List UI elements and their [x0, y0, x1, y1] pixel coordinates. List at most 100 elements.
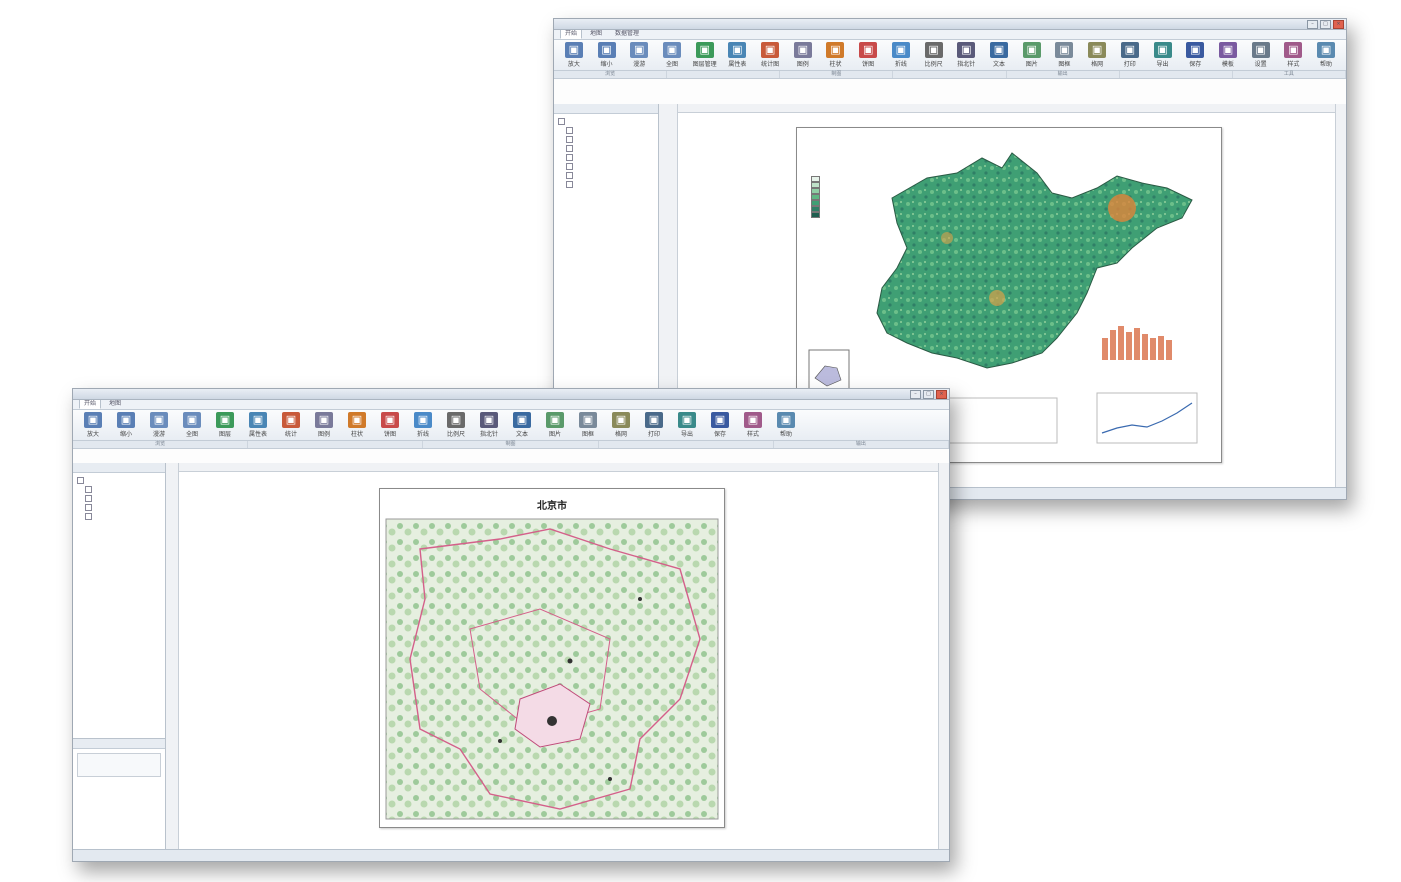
front-tab-1[interactable]: 地图 — [109, 400, 122, 407]
back-right-toolstrip[interactable] — [1335, 104, 1346, 487]
maximize-icon[interactable]: □ — [923, 390, 934, 399]
checkbox-icon[interactable] — [566, 154, 573, 161]
back-ribbon-button-17[interactable]: ▣打印 — [1114, 42, 1146, 68]
print-icon: ▣ — [1120, 42, 1139, 58]
front-ribbon-button-3[interactable]: ▣全图 — [176, 412, 208, 438]
back-map-canvas[interactable] — [678, 113, 1335, 487]
back-ribbon-button-5[interactable]: ▣属性表 — [722, 42, 754, 68]
back-ribbon-button-23[interactable]: ▣帮助 — [1310, 42, 1342, 68]
minimize-icon[interactable]: – — [1307, 20, 1318, 29]
front-ribbon-button-2[interactable]: ▣漫游 — [143, 412, 175, 438]
front-ribbon-group-2: 制图 — [423, 441, 599, 448]
front-map-canvas[interactable]: 北京市 — [179, 472, 938, 849]
back-ribbon-button-6[interactable]: ▣统计图 — [754, 42, 786, 68]
checkbox-icon[interactable] — [85, 513, 92, 520]
back-tab-2[interactable]: 数据管理 — [615, 30, 640, 37]
back-ribbon-button-3[interactable]: ▣全图 — [656, 42, 688, 68]
back-tree-node[interactable] — [558, 126, 654, 135]
front-ribbon-button-11[interactable]: ▣比例尺 — [440, 412, 472, 438]
back-ribbon-button-4[interactable]: ▣图层管理 — [689, 42, 721, 68]
back-ribbon-button-21[interactable]: ▣设置 — [1245, 42, 1277, 68]
front-ribbon-button-1[interactable]: ▣缩小 — [110, 412, 142, 438]
back-tree-node[interactable] — [558, 180, 654, 189]
checkbox-icon[interactable] — [566, 163, 573, 170]
back-tree-node[interactable] — [558, 144, 654, 153]
back-ribbon-button-1[interactable]: ▣缩小 — [591, 42, 623, 68]
back-ribbon-button-22[interactable]: ▣样式 — [1277, 42, 1309, 68]
close-icon[interactable]: × — [936, 390, 947, 399]
maximize-icon[interactable]: □ — [1320, 20, 1331, 29]
back-ribbon-button-19[interactable]: ▣保存 — [1179, 42, 1211, 68]
back-ribbon-button-13[interactable]: ▣文本 — [983, 42, 1015, 68]
front-panel-header — [73, 463, 165, 473]
ribbon-button-label: 折线 — [416, 431, 429, 438]
front-ribbon-button-4[interactable]: ▣图层 — [209, 412, 241, 438]
front-tab-0[interactable]: 开始 — [79, 399, 102, 409]
checkbox-icon[interactable] — [77, 477, 84, 484]
front-tree-node[interactable] — [77, 485, 161, 494]
front-tree-node[interactable] — [77, 494, 161, 503]
front-tree-node[interactable] — [77, 476, 161, 485]
back-tab-0[interactable]: 开始 — [560, 29, 583, 39]
front-tree-node[interactable] — [77, 512, 161, 521]
front-ribbon-button-13[interactable]: ▣文本 — [506, 412, 538, 438]
back-ribbon-button-14[interactable]: ▣图片 — [1016, 42, 1048, 68]
front-city-map — [385, 518, 719, 820]
back-tree-node[interactable] — [558, 153, 654, 162]
back-ribbon-button-2[interactable]: ▣漫游 — [623, 42, 655, 68]
magnifier-icon: ▣ — [117, 412, 135, 428]
checkbox-icon[interactable] — [566, 172, 573, 179]
back-ribbon-button-18[interactable]: ▣导出 — [1147, 42, 1179, 68]
minimize-icon[interactable]: – — [910, 390, 921, 399]
pie-chart-icon: ▣ — [859, 42, 878, 58]
front-ribbon-button-10[interactable]: ▣折线 — [407, 412, 439, 438]
back-ribbon-button-11[interactable]: ▣比例尺 — [918, 42, 950, 68]
front-ribbon-button-7[interactable]: ▣图例 — [308, 412, 340, 438]
back-tree-node[interactable] — [558, 117, 654, 126]
back-tab-1[interactable]: 地图 — [590, 30, 603, 37]
checkbox-icon[interactable] — [85, 486, 92, 493]
front-ribbon-button-15[interactable]: ▣图框 — [572, 412, 604, 438]
front-ribbon-button-19[interactable]: ▣保存 — [704, 412, 736, 438]
hand-icon: ▣ — [150, 412, 168, 428]
back-ribbon-button-12[interactable]: ▣指北针 — [950, 42, 982, 68]
back-tree-node[interactable] — [558, 171, 654, 180]
checkbox-icon[interactable] — [558, 118, 565, 125]
checkbox-icon[interactable] — [566, 145, 573, 152]
front-ribbon-button-6[interactable]: ▣统计 — [275, 412, 307, 438]
back-ribbon-button-9[interactable]: ▣饼图 — [852, 42, 884, 68]
back-ribbon-button-20[interactable]: ▣模板 — [1212, 42, 1244, 68]
checkbox-icon[interactable] — [85, 504, 92, 511]
back-tree-node[interactable] — [558, 135, 654, 144]
front-ribbon-button-12[interactable]: ▣指北针 — [473, 412, 505, 438]
front-ribbon-button-14[interactable]: ▣图片 — [539, 412, 571, 438]
front-right-toolstrip[interactable] — [938, 463, 949, 849]
checkbox-icon[interactable] — [85, 495, 92, 502]
front-ribbon-group-4: 输出 — [774, 441, 950, 448]
back-ribbon-button-7[interactable]: ▣图例 — [787, 42, 819, 68]
front-ribbon-button-16[interactable]: ▣格网 — [605, 412, 637, 438]
magnifier-icon: ▣ — [597, 42, 616, 58]
front-ribbon-button-17[interactable]: ▣打印 — [638, 412, 670, 438]
back-tree-node[interactable] — [558, 162, 654, 171]
close-icon[interactable]: × — [1333, 20, 1344, 29]
front-ribbon-button-9[interactable]: ▣饼图 — [374, 412, 406, 438]
checkbox-icon[interactable] — [566, 136, 573, 143]
checkbox-icon[interactable] — [566, 127, 573, 134]
back-ribbon-button-0[interactable]: ▣放大 — [558, 42, 590, 68]
front-tree-node[interactable] — [77, 503, 161, 512]
back-ribbon-button-15[interactable]: ▣图框 — [1049, 42, 1081, 68]
back-ribbon-button-16[interactable]: ▣格网 — [1081, 42, 1113, 68]
front-ribbon-button-18[interactable]: ▣导出 — [671, 412, 703, 438]
front-ribbon-button-20[interactable]: ▣样式 — [737, 412, 769, 438]
ribbon-button-label: 图框 — [1058, 61, 1071, 68]
front-ribbon-button-8[interactable]: ▣柱状 — [341, 412, 373, 438]
ribbon-button-label: 饼图 — [383, 431, 396, 438]
ribbon-button-label: 图片 — [1025, 61, 1038, 68]
checkbox-icon[interactable] — [566, 181, 573, 188]
back-ribbon-button-8[interactable]: ▣柱状 — [820, 42, 852, 68]
front-ribbon-button-0[interactable]: ▣放大 — [77, 412, 109, 438]
front-ribbon-button-21[interactable]: ▣帮助 — [770, 412, 802, 438]
back-ribbon-button-10[interactable]: ▣折线 — [885, 42, 917, 68]
front-ribbon-button-5[interactable]: ▣属性表 — [242, 412, 274, 438]
